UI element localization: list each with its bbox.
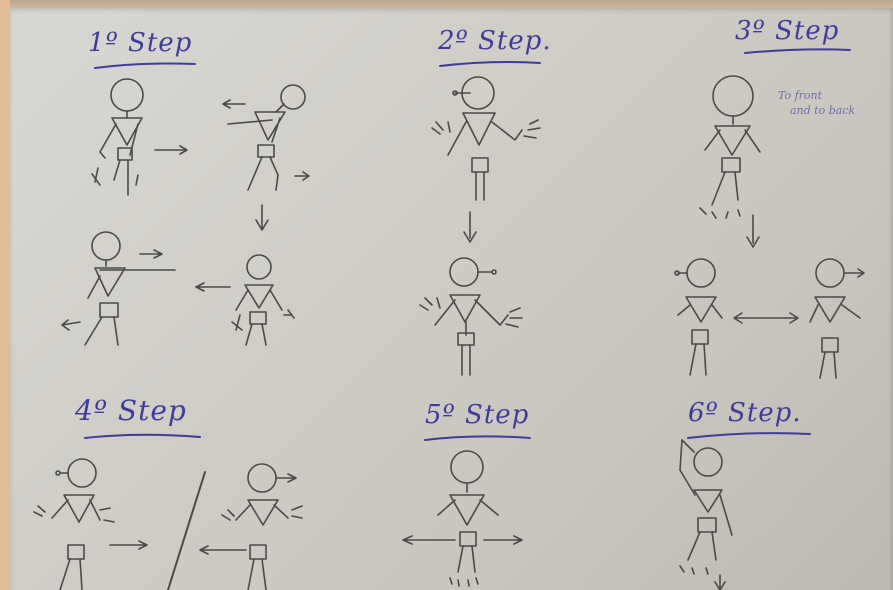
step-4-arrow-left (199, 545, 247, 555)
step-1-arrow-left (195, 282, 231, 292)
step-2-figure-a (431, 76, 541, 201)
step-1-figure-a (91, 78, 144, 196)
step-4-figure-b (221, 463, 303, 590)
heading-underlines (84, 48, 851, 441)
step-1-figure-b (222, 84, 310, 191)
step-3-figure-c (809, 258, 865, 379)
step-3-arrow-down (746, 214, 760, 248)
step-2-figure-b (419, 257, 523, 376)
step-4-arrow-right (109, 540, 148, 550)
step-2-arrow-down (463, 211, 477, 243)
step-3-title: 3º Step (735, 16, 840, 46)
step-2-title: 2º Step. (438, 26, 552, 56)
background-left-edge (0, 0, 10, 590)
step-5-title: 5º Step (425, 400, 530, 430)
step-5-arrow-right (483, 535, 523, 545)
background-top-edge (0, 0, 893, 10)
step-3-figure-b (674, 258, 723, 376)
step-6-figure (679, 439, 733, 590)
step-1-arrow-down (255, 204, 269, 231)
step-4-divider (167, 471, 206, 590)
step-1-figure-d (231, 254, 295, 346)
step-5-arrow-left (402, 535, 456, 545)
step-3-note-line-2: and to back (790, 104, 856, 117)
step-4-title: 4º Step (75, 394, 187, 427)
step-1-arrow-right (154, 145, 188, 155)
step-5-figure (437, 450, 499, 587)
step-4-figure-a (33, 458, 115, 590)
step-3-arrow-both (733, 312, 799, 324)
step-1-figure-c (61, 231, 176, 346)
step-1-title: 1º Step (88, 28, 193, 58)
step-3-figure-a (699, 75, 761, 219)
step-6-title: 6º Step. (688, 398, 802, 428)
step-3-note: To front and to back (778, 88, 855, 118)
step-3-note-line-1: To front (778, 89, 823, 102)
